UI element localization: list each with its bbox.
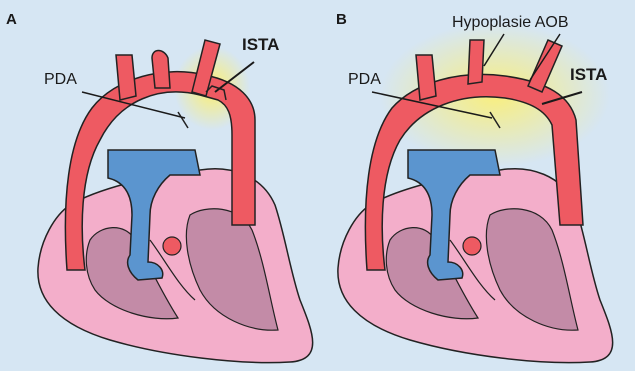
panel-b: B Hypoplasie AOB PDA ISTA — [336, 11, 613, 363]
pda-label: PDA — [44, 71, 77, 88]
panel-b-letter: B — [336, 11, 347, 28]
panel-a: A PDA ISTA — [6, 11, 313, 363]
left-carotid-artery — [468, 40, 484, 84]
aortic-valve — [163, 237, 181, 255]
ista-label: ISTA — [242, 35, 279, 54]
brachiocephalic-artery — [116, 55, 136, 100]
pda-label: PDA — [348, 71, 381, 88]
aortic-valve — [463, 237, 481, 255]
left-carotid-artery — [152, 51, 170, 89]
hypoplasia-label: Hypoplasie AOB — [452, 14, 569, 31]
brachiocephalic-artery — [416, 55, 436, 100]
ista-label: ISTA — [570, 65, 607, 84]
panel-a-letter: A — [6, 11, 17, 28]
